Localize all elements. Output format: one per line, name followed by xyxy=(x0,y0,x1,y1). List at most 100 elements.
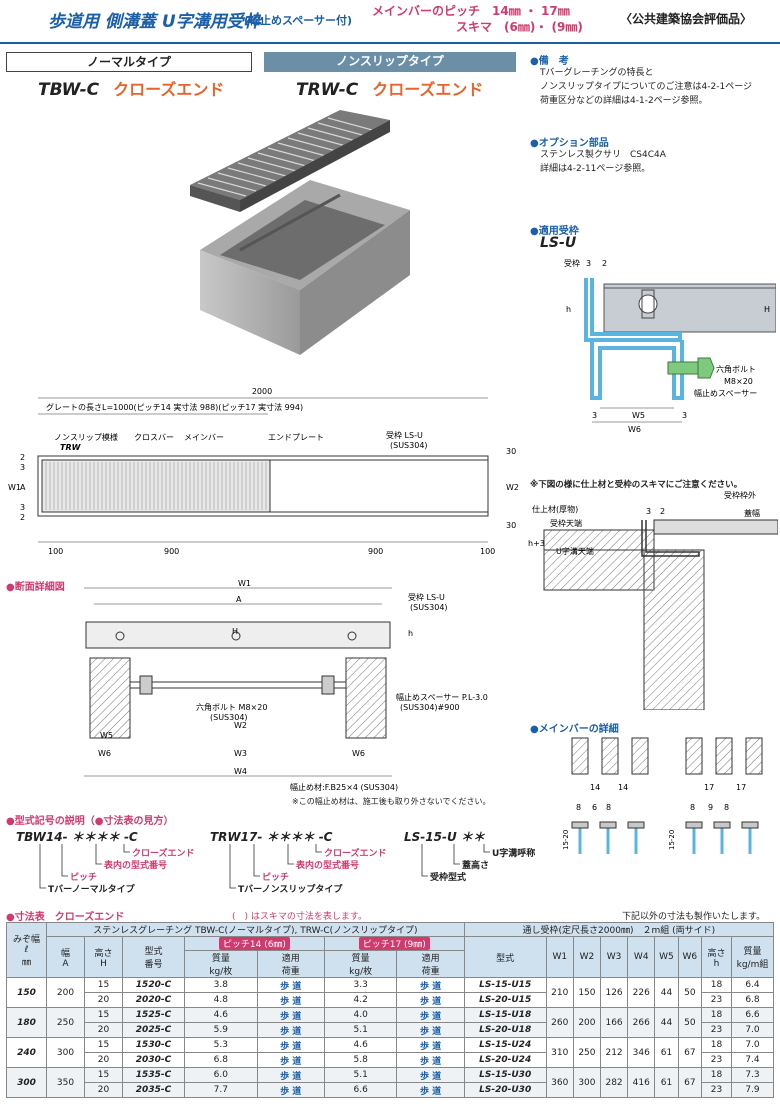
table-cell: 5.9 xyxy=(184,1022,258,1038)
svg-text:2: 2 xyxy=(20,513,25,522)
table-title: ●寸法表 クローズエンド xyxy=(6,912,125,923)
table-cell: 61 xyxy=(654,1037,679,1068)
table-cell: 歩 道 xyxy=(256,1067,325,1083)
svg-text:900: 900 xyxy=(368,547,383,556)
table-cell: 2020-C xyxy=(122,992,185,1008)
code-u-name: U字溝呼称 xyxy=(492,849,536,859)
table-cell: 6.0 xyxy=(184,1067,258,1083)
table-cell: 23 xyxy=(701,1082,732,1098)
table-cell: 7.7 xyxy=(184,1082,258,1098)
code-closed-1: クローズエンド xyxy=(132,849,195,859)
mainbar-title: ●メインバーの詳細 xyxy=(530,724,619,735)
table-cell: 44 xyxy=(654,977,679,1008)
svg-text:U字溝天端: U字溝天端 xyxy=(556,546,594,556)
normal-type-label: ノーマルタイプ xyxy=(6,52,252,72)
table-cell: 4.8 xyxy=(184,992,258,1008)
table-cell: 240 xyxy=(6,1037,47,1068)
svg-text:W3: W3 xyxy=(234,749,247,758)
th-pitch14: ピッチ14 (6㎜) xyxy=(184,936,325,951)
biko-title: ●備 考 xyxy=(530,56,569,67)
table-cell: LS-15-U24 xyxy=(463,1037,547,1053)
table-cell: 歩 道 xyxy=(256,1022,325,1038)
table-cell: 61 xyxy=(654,1067,679,1098)
table-cell: 7.0 xyxy=(731,1022,774,1038)
table-cell: 2025-C xyxy=(122,1022,185,1038)
svg-text:15-20: 15-20 xyxy=(562,830,570,850)
table-cell: 2035-C xyxy=(122,1082,185,1098)
table-cell: 226 xyxy=(627,977,656,1008)
table-cell: LS-20-U18 xyxy=(463,1022,547,1038)
table-cell: 1530-C xyxy=(122,1037,185,1053)
table-cell: 3.3 xyxy=(323,977,398,993)
table-cell: 5.1 xyxy=(323,1067,398,1083)
table-cell: 4.6 xyxy=(184,1007,258,1023)
ls-code: LS-15-U ＊＊ xyxy=(404,830,485,844)
nonslip-type-label: ノンスリップタイプ xyxy=(264,52,516,72)
pitch-text: メインバーのピッチ 14㎜ ・ 17㎜ xyxy=(372,4,570,18)
th-w5: W5 xyxy=(654,936,679,978)
code-lines xyxy=(39,844,490,889)
svg-text:3: 3 xyxy=(20,463,25,472)
svg-text:幅止めスペーサー: 幅止めスペーサー xyxy=(694,388,757,398)
table-cell: 282 xyxy=(599,1067,629,1098)
svg-text:900: 900 xyxy=(164,547,179,556)
svg-text:受枠: 受枠 xyxy=(564,258,580,268)
table-cell: 4.6 xyxy=(323,1037,398,1053)
table-cell: 6.8 xyxy=(184,1052,258,1068)
table-cell: 18 xyxy=(701,977,732,993)
svg-text:M8×20: M8×20 xyxy=(724,377,753,386)
th-load14: 適用荷重 xyxy=(256,950,325,978)
svg-text:蓋幅: 蓋幅 xyxy=(744,508,760,518)
svg-text:仕上材(厚物): 仕上材(厚物) xyxy=(532,504,578,514)
table-cell: 歩 道 xyxy=(396,1052,465,1068)
table-cell: 350 xyxy=(46,1067,85,1098)
svg-text:100: 100 xyxy=(480,547,495,556)
code-pitch-1: ピッチ xyxy=(70,873,98,883)
table-cell: 15 xyxy=(84,1037,123,1053)
table-cell: 歩 道 xyxy=(256,1037,325,1053)
table-cell: 6.6 xyxy=(731,1007,774,1023)
svg-text:17: 17 xyxy=(704,783,714,792)
page-title: 歩道用 側溝蓋 U字溝用受枠 xyxy=(48,12,261,32)
gap-text: スキマ (6㎜)・ (9㎜) xyxy=(456,20,583,34)
table-cell: 126 xyxy=(599,977,629,1008)
code-model-1: 表内の型式番号 xyxy=(104,861,168,871)
table-cell: LS-15-U30 xyxy=(463,1067,547,1083)
table-cell: 15 xyxy=(84,1007,123,1023)
svg-text:W6: W6 xyxy=(98,749,111,758)
svg-text:W5: W5 xyxy=(100,731,113,740)
svg-text:A: A xyxy=(20,483,26,492)
svg-text:6: 6 xyxy=(592,803,597,812)
table-cell: 歩 道 xyxy=(256,992,325,1008)
svg-text:TRW: TRW xyxy=(60,443,82,452)
svg-text:8: 8 xyxy=(724,803,729,812)
svg-text:メインバー: メインバー xyxy=(184,433,224,442)
table-cell: 266 xyxy=(627,1007,656,1038)
gap-detail-diagram: 仕上材(厚物) 受枠天端 U字溝天端 受枠枠外 蓋幅 h+3 3 2 xyxy=(528,490,778,710)
svg-text:9: 9 xyxy=(708,803,713,812)
page-subtitle: (幅止めスペーサー付) xyxy=(244,14,353,27)
table-cell: 23 xyxy=(701,1022,732,1038)
option-notes: ステンレス製クサリ CS4C4A 詳細は4-2-11ページ参照。 xyxy=(540,150,666,174)
table-cell: 歩 道 xyxy=(256,1082,325,1098)
table-cell: 250 xyxy=(46,1007,85,1038)
table-cell: 67 xyxy=(677,1067,703,1098)
table-cell: 416 xyxy=(627,1067,656,1098)
table-cell: 7.9 xyxy=(731,1082,774,1098)
svg-text:3: 3 xyxy=(20,503,25,512)
table-cell: 歩 道 xyxy=(396,1067,465,1083)
svg-text:W2: W2 xyxy=(234,721,247,730)
table-cell: 20 xyxy=(84,1082,123,1098)
table-cell: 300 xyxy=(572,1067,602,1098)
svg-text:14: 14 xyxy=(590,783,600,792)
table-cell: LS-20-U30 xyxy=(463,1082,547,1098)
